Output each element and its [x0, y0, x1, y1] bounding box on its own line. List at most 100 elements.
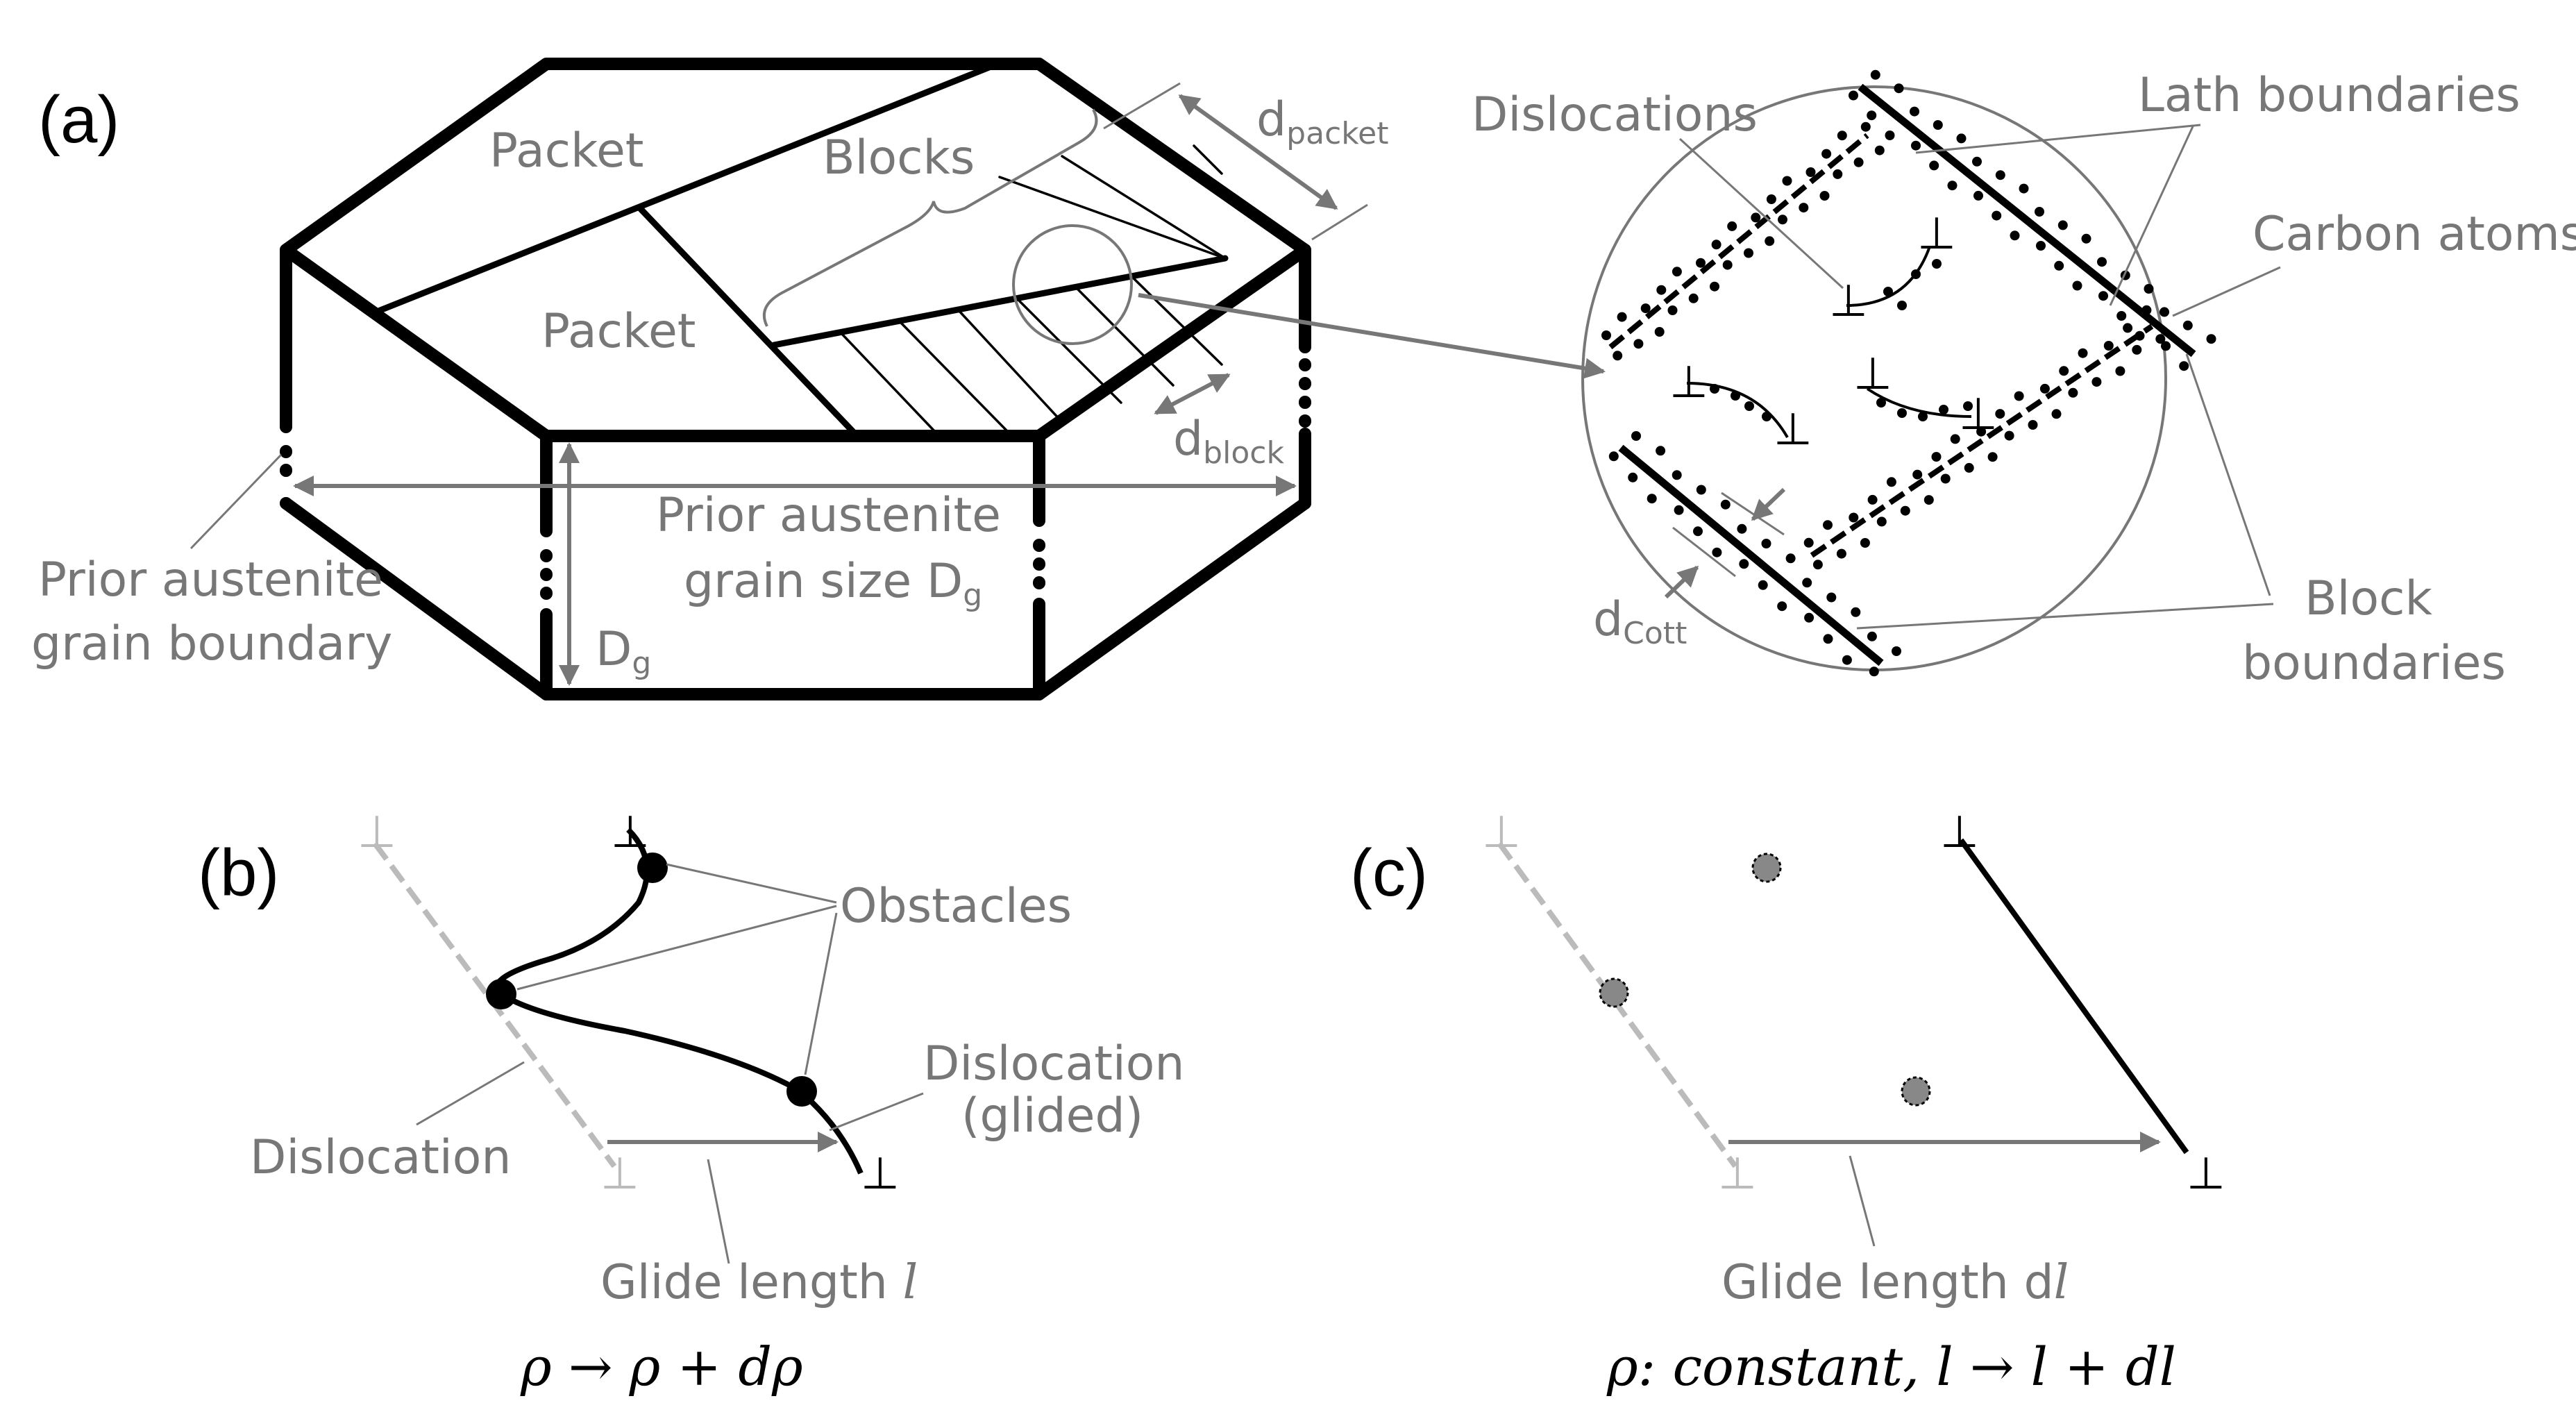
top-face-outline — [280, 58, 1311, 442]
carbon-atom-dot — [1885, 131, 1895, 140]
carbon-atom-dot — [1737, 523, 1747, 534]
carbon-atom-dot — [1876, 398, 1886, 408]
carbon-atom-dot — [1867, 110, 1877, 121]
obstacle-dot — [1599, 977, 1629, 1008]
carbon-atom-dot — [1696, 485, 1706, 495]
carbon-atom-dot — [1842, 655, 1852, 665]
carbon-atom-dot — [1777, 601, 1787, 612]
carbon-atom-dot — [2097, 257, 2107, 267]
obstacle-dot — [637, 853, 668, 883]
dotted-continuations — [280, 358, 1311, 610]
carbon-atom-dot — [2103, 341, 2114, 351]
block-boundaries-label-line1: Block — [2305, 571, 2433, 626]
carbon-atom-dot — [2054, 260, 2064, 271]
carbon-atom-dot — [2078, 348, 2088, 358]
dislocation-symbol-3: ⊥ — [1669, 357, 1708, 408]
dislocation-symbol-c-end-bottom: ⊥ — [2187, 1148, 2225, 1200]
equation-c: ρ: constant, l → l + dl — [1606, 1336, 2176, 1397]
carbon-atom-dot — [1656, 285, 1667, 295]
carbon-atom-dot — [1849, 90, 1858, 101]
glide-leader-b — [707, 1159, 730, 1264]
carbon-atom-dot — [1696, 258, 1706, 268]
glide-length-c-label: Glide length dl — [1721, 1255, 2069, 1310]
packet-boundary-1 — [371, 64, 993, 316]
carbon-atom-dot — [1851, 607, 1861, 617]
hexagonal-prism — [280, 58, 1311, 700]
carbon-atom-dot — [1823, 634, 1833, 644]
carbon-atom-dot — [1929, 160, 1939, 171]
carbon-atom-dot — [1628, 472, 1638, 482]
carbon-atom-dot — [1656, 446, 1666, 456]
carbon-atom-dot — [1883, 287, 1893, 296]
carbon-atom-dot — [2014, 391, 2024, 401]
glide-leader-c — [1849, 1155, 1876, 1247]
carbon-atom-dot — [2155, 334, 2166, 344]
dislocations-label: Dislocations — [1472, 87, 1758, 142]
carbon-atom-dot — [1799, 203, 1809, 213]
carbon-atom-dot — [2160, 307, 2169, 317]
carbon-atom-dot — [1923, 495, 1934, 505]
dislocation-symbol-b-end-bottom: ⊥ — [861, 1148, 900, 1200]
dislocation-symbol-c-start-top: ⊥ — [1482, 807, 1521, 858]
carbon-atom-dot — [1918, 412, 1928, 421]
carbon-atom-dot — [1897, 301, 1907, 310]
d-cott-arrow-bottom — [1664, 565, 1699, 599]
d-packet-tick-2 — [1311, 203, 1368, 241]
carbon-atom-dot — [2182, 320, 2193, 330]
carbon-atom-dot — [1667, 305, 1678, 315]
obstacles-b — [486, 853, 817, 1107]
carbon-atom-dot — [1867, 631, 1877, 641]
pagb-label-line1: Prior austenite — [38, 553, 383, 607]
carbon-atom-dot — [2081, 233, 2091, 244]
obstacles-leaders — [516, 863, 838, 1075]
carbon-atom-dot — [1886, 477, 1896, 487]
carbon-atom-dot — [2123, 323, 2133, 333]
dislocation-symbol-c-start-bottom: ⊥ — [1718, 1148, 1757, 1200]
block-boundaries-label-line2: boundaries — [2242, 636, 2506, 691]
carbon-atom-dot — [1766, 194, 1776, 204]
dislocations-leader — [1678, 137, 1844, 289]
carbon-atom-dot — [1894, 83, 1904, 94]
carbon-atom-dot — [1911, 140, 1921, 151]
carbon-atom-dot — [2004, 430, 2014, 441]
carbon-atom-dot — [2010, 230, 2020, 241]
carbon-atom-dot — [1963, 401, 1973, 411]
carbon-atom-dot — [1693, 526, 1703, 537]
dislocation-glided-label-line1: Dislocation — [923, 1036, 1185, 1091]
carbon-atom-dot — [1672, 267, 1682, 277]
carbon-atom-dot — [1874, 145, 1885, 156]
dislocation-symbol-1: ⊥ — [1829, 276, 1868, 327]
dislocation-symbol-b-start-top: ⊥ — [357, 807, 396, 858]
carbon-atom-dot — [2019, 183, 2029, 194]
dislocation-glided-leader — [829, 1092, 924, 1132]
panel-b-label: (b) — [198, 836, 279, 910]
carbon-atom-dot — [1833, 169, 1843, 179]
carbon-atom-dot — [2115, 366, 2125, 376]
carbon-atom-dot — [1805, 167, 1816, 177]
obstacles-label: Obstacles — [840, 879, 1072, 934]
carbon-atom-dot — [1761, 539, 1771, 548]
d-cott-arrow-top — [1751, 487, 1786, 521]
dislocation-glided-curve — [494, 828, 864, 1175]
carbon-atom-dot — [1931, 452, 1942, 462]
carbon-atom-dot — [1992, 210, 2002, 221]
dislocation-leader — [416, 1061, 525, 1126]
carbon-atom-dot — [1995, 170, 2005, 180]
dislocation-symbol-b-end-top: ⊥ — [611, 807, 650, 858]
carbon-atom-dot — [1836, 548, 1846, 559]
carbon-atom-dot — [1785, 553, 1796, 564]
carbon-atom-dot — [1964, 462, 1974, 473]
carbon-atom-dot — [2039, 383, 2050, 394]
carbon-atom-dot — [2098, 291, 2108, 301]
d-block-arrow — [1154, 373, 1231, 415]
carbon-atom-dot — [2179, 361, 2189, 371]
carbon-atom-dot — [1837, 131, 1847, 141]
carbon-atom-dot — [1939, 405, 1948, 414]
carbon-atoms-leader — [2172, 266, 2281, 317]
dislocation-symbol-c-end-top: ⊥ — [1940, 807, 1979, 858]
carbon-atom-dot — [1819, 191, 1830, 201]
carbon-atom-dot — [1751, 212, 1761, 223]
carbon-atom-dot — [1973, 190, 1983, 201]
carbon-atom-dot — [1876, 517, 1887, 527]
side-edges — [280, 244, 1311, 700]
